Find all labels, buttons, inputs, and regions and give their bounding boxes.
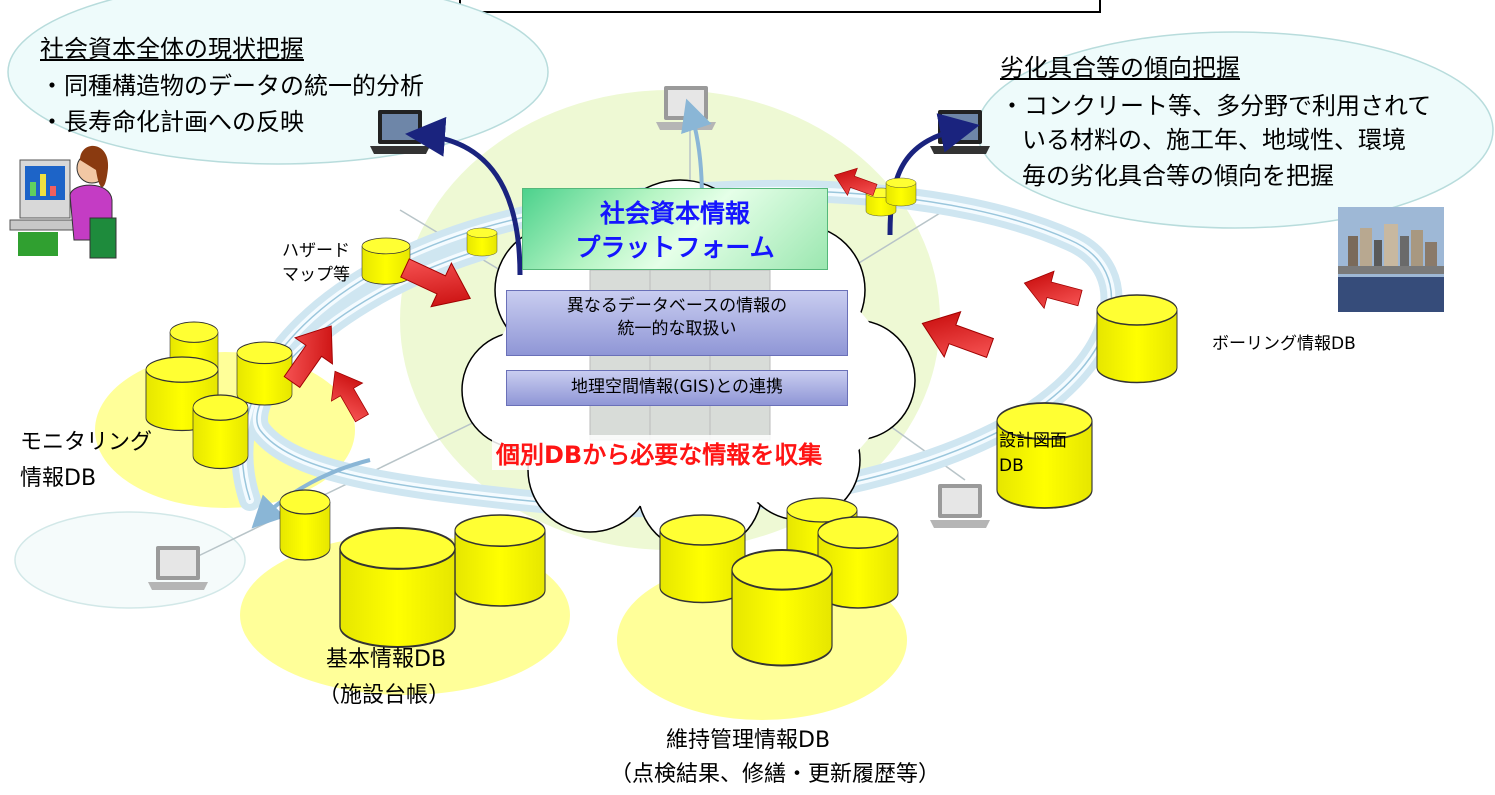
- hazard-map-label-2: マップ等: [282, 265, 350, 285]
- feature-box-1-line-1: 異なるデータベースの情報の: [566, 296, 788, 316]
- left-bubble-title: 社会資本全体の現状把握: [40, 35, 304, 63]
- right-bubble-title: 劣化具合等の傾向把握: [1000, 54, 1240, 82]
- basic-db-label-1: 基本情報DB: [326, 647, 447, 672]
- right-bubble-line-2: いる材料の、施工年、地域性、環境: [1022, 126, 1406, 154]
- monitoring-db-label-1: モニタリング: [20, 430, 153, 455]
- platform-title-line-1: 社会資本情報: [599, 199, 750, 228]
- blue-arrow-to-left-laptop: [405, 116, 523, 276]
- city-photo-icon: [1338, 207, 1444, 312]
- boring-db-label: ボーリング情報DB: [1212, 334, 1356, 354]
- boring-db-cylinder: [1096, 294, 1178, 384]
- monitoring-db-label-2: 情報DB: [20, 466, 97, 491]
- faint-bubble-bottom-left: [14, 511, 246, 609]
- red-arrow-icon: [1018, 264, 1086, 317]
- platform-banner: 社会資本情報 プラットフォーム: [522, 188, 828, 270]
- collect-label: 個別DBから必要な情報を収集: [492, 435, 827, 470]
- user-at-computer-icon: [9, 145, 117, 259]
- right-bubble-line-3: 毎の劣化具合等の傾向を把握: [1022, 162, 1334, 190]
- platform-title-line-2: プラットフォーム: [575, 232, 775, 262]
- feature-box-gis: 地理空間情報(GIS)との連携: [506, 370, 848, 406]
- laptop-icon: [656, 86, 716, 130]
- maintenance-db-label-1: 維持管理情報DB: [666, 728, 831, 753]
- basic-db-label-2: （施設台帳）: [318, 683, 451, 708]
- feature-box-unified-handling: 異なるデータベースの情報の 統一的な取扱い: [506, 290, 848, 356]
- feature-box-1-line-2: 統一的な取扱い: [617, 318, 737, 339]
- laptop-icon: [930, 484, 990, 528]
- right-bubble-line-1: ・コンクリート等、多分野で利用されて: [1000, 92, 1432, 120]
- header-box-fragment: [459, 0, 1101, 13]
- laptop-icon: [148, 546, 208, 590]
- cylinder-database-icon: [466, 227, 498, 257]
- cylinder-database-icon: [885, 177, 917, 207]
- design-db-label-1: 設計図面: [999, 431, 1067, 451]
- left-bubble-item-1: ・同種構造物のデータの統一的分析: [40, 72, 424, 100]
- hazard-map-label-1: ハザード: [282, 241, 350, 261]
- laptop-icon: [370, 110, 430, 154]
- maintenance-db-label-2: （点検結果、修繕・更新履歴等）: [610, 762, 941, 787]
- light-arrow-down-left: [251, 458, 371, 529]
- left-bubble-item-2: ・長寿命化計画への反映: [40, 108, 304, 136]
- design-db-label-2: DB: [999, 456, 1024, 476]
- laptop-icon: [930, 110, 990, 154]
